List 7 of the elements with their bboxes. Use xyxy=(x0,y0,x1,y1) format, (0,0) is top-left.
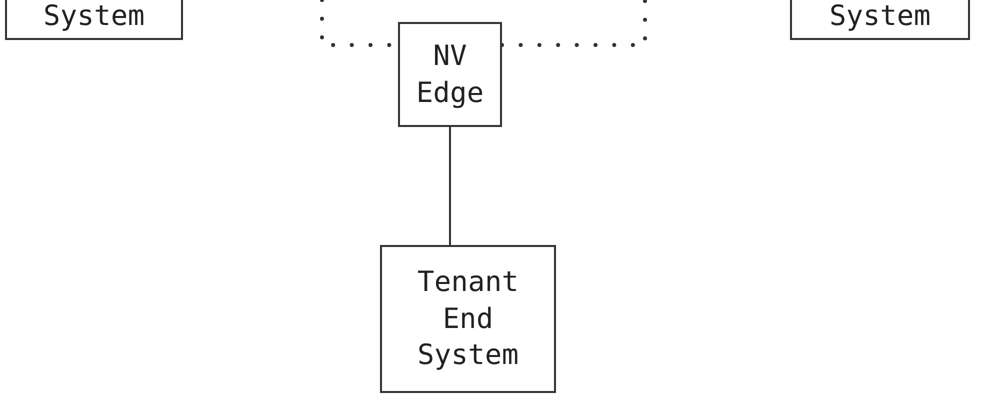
node-label: NV Edge xyxy=(415,38,485,110)
system-box xyxy=(398,22,502,127)
system-box xyxy=(380,245,556,393)
node-label: System xyxy=(829,0,931,34)
connector-line xyxy=(449,127,451,245)
node-label: System xyxy=(43,0,145,34)
node-label: Tenant End System xyxy=(416,264,520,374)
